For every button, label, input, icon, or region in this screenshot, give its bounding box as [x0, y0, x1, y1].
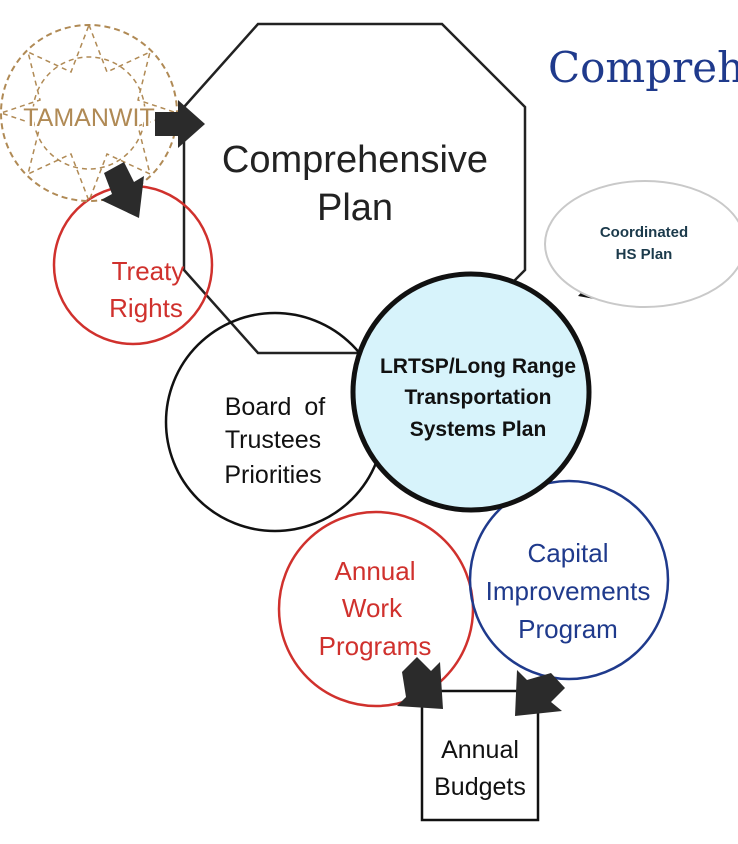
arrow-capital-to-budgets-icon	[515, 670, 565, 716]
capital-improvements-label-3: Program	[518, 614, 618, 644]
arrow-tamanwit-to-plan-icon	[155, 100, 205, 148]
annual-work-node	[277, 510, 475, 708]
arrow-icon	[397, 657, 443, 709]
arrow-icon	[155, 100, 205, 148]
tamanwit-star	[0, 22, 180, 204]
lrtsp-label-3: Systems Plan	[410, 418, 547, 441]
capital-improvements-node	[468, 479, 670, 681]
arrow-icon	[515, 670, 565, 716]
board-priorities-label-2: Trustees	[225, 426, 321, 454]
coordinated-hs-bubble: Coordinated HS Plan	[544, 180, 738, 308]
speech-bubble-shape	[544, 180, 738, 308]
tamanwit-emblem: TAMANWIT	[0, 22, 180, 204]
board-priorities-label-1: Board of	[225, 393, 326, 421]
arrow-tamanwit-to-treaty-icon	[101, 162, 144, 218]
capital-improvements-label-1: Capital	[528, 538, 609, 568]
annual-work-label-3: Programs	[319, 631, 432, 661]
page-title: Compreh	[548, 43, 738, 92]
treaty-rights-label-1: Treaty	[112, 256, 185, 286]
annual-work-label-2: Work	[342, 593, 403, 623]
lrtsp-circle	[350, 271, 592, 513]
comprehensive-plan-label-2: Plan	[317, 187, 393, 229]
annual-work-circle	[277, 510, 475, 708]
lrtsp-node: LRTSP/Long Range Transportation Systems …	[350, 271, 592, 513]
tamanwit-inner-ring	[32, 56, 146, 170]
treaty-rights-node: Treaty Rights	[52, 184, 214, 346]
coordinated-hs-label-1: Coordinated	[600, 224, 688, 241]
capital-improvements-label-2: Improvements	[486, 576, 651, 606]
capital-improvements-circle	[468, 479, 670, 681]
comprehensive-plan-label-1: Comprehensive	[222, 139, 488, 181]
tamanwit-label: TAMANWIT	[23, 104, 154, 132]
coordinated-hs-label-2: HS Plan	[616, 246, 673, 263]
annual-work-label-1: Annual	[335, 556, 416, 586]
board-priorities-label-3: Priorities	[224, 461, 321, 489]
arrow-icon	[101, 162, 144, 218]
annual-budgets-label-2: Budgets	[434, 773, 526, 801]
treaty-rights-label-2: Rights	[109, 293, 183, 323]
lrtsp-label-2: Transportation	[404, 386, 551, 409]
annual-budgets-label-1: Annual	[441, 736, 519, 764]
comprehensive-plan-node: Comprehensive Plan	[182, 22, 527, 355]
arrow-work-to-budgets-icon	[397, 657, 443, 709]
lrtsp-label-1: LRTSP/Long Range	[380, 355, 576, 378]
